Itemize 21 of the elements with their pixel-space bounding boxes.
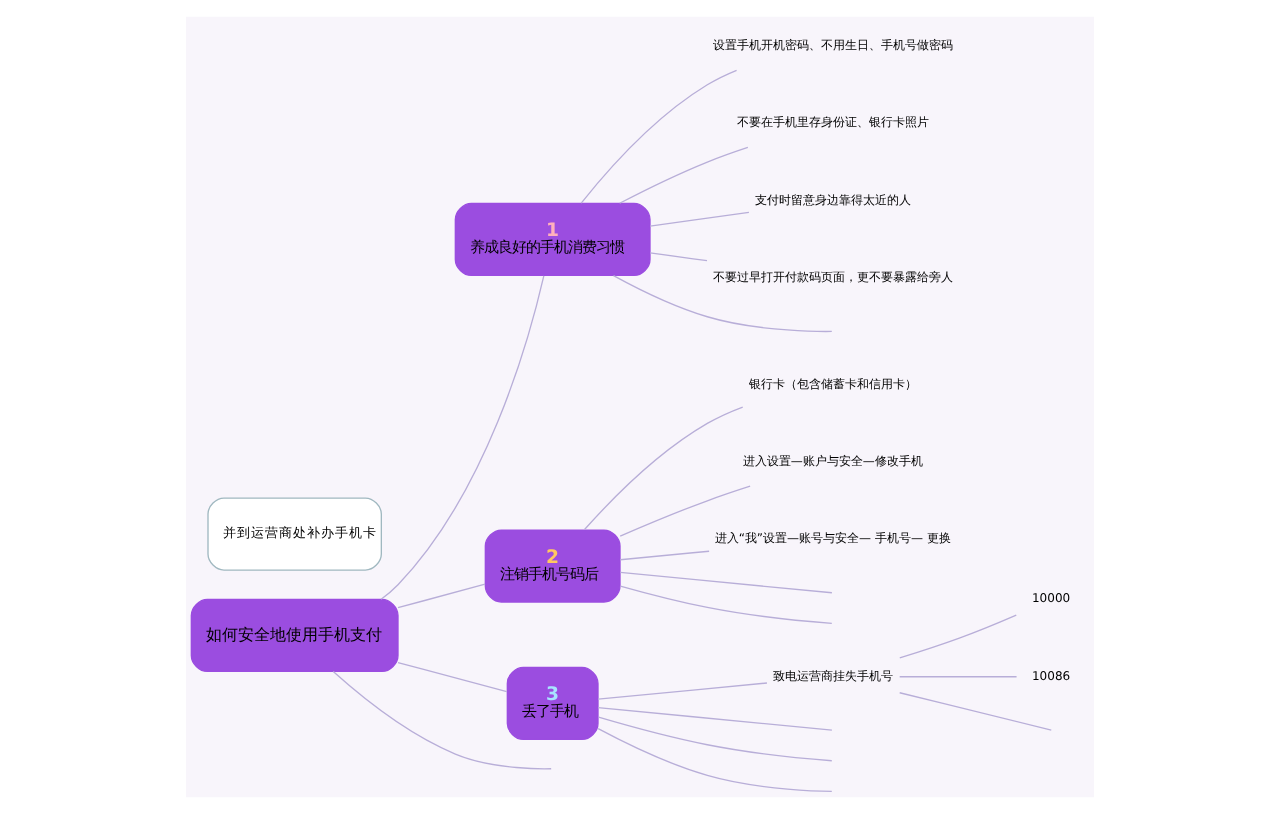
connector	[580, 69, 738, 204]
connector	[619, 571, 833, 594]
connector	[380, 275, 545, 600]
connector	[597, 707, 833, 731]
connector	[597, 728, 833, 793]
connector	[397, 661, 508, 693]
connector	[597, 682, 768, 700]
connector	[583, 406, 744, 531]
connector	[899, 676, 1018, 678]
connector	[619, 485, 751, 537]
connector	[332, 670, 552, 770]
connector	[619, 550, 710, 561]
connector	[649, 211, 750, 227]
connector	[612, 274, 833, 333]
connector	[619, 585, 833, 625]
connector	[597, 716, 833, 762]
connector	[899, 614, 1017, 659]
connector	[619, 146, 749, 204]
connector	[649, 252, 708, 262]
connector	[397, 583, 486, 609]
connector	[899, 692, 1052, 731]
